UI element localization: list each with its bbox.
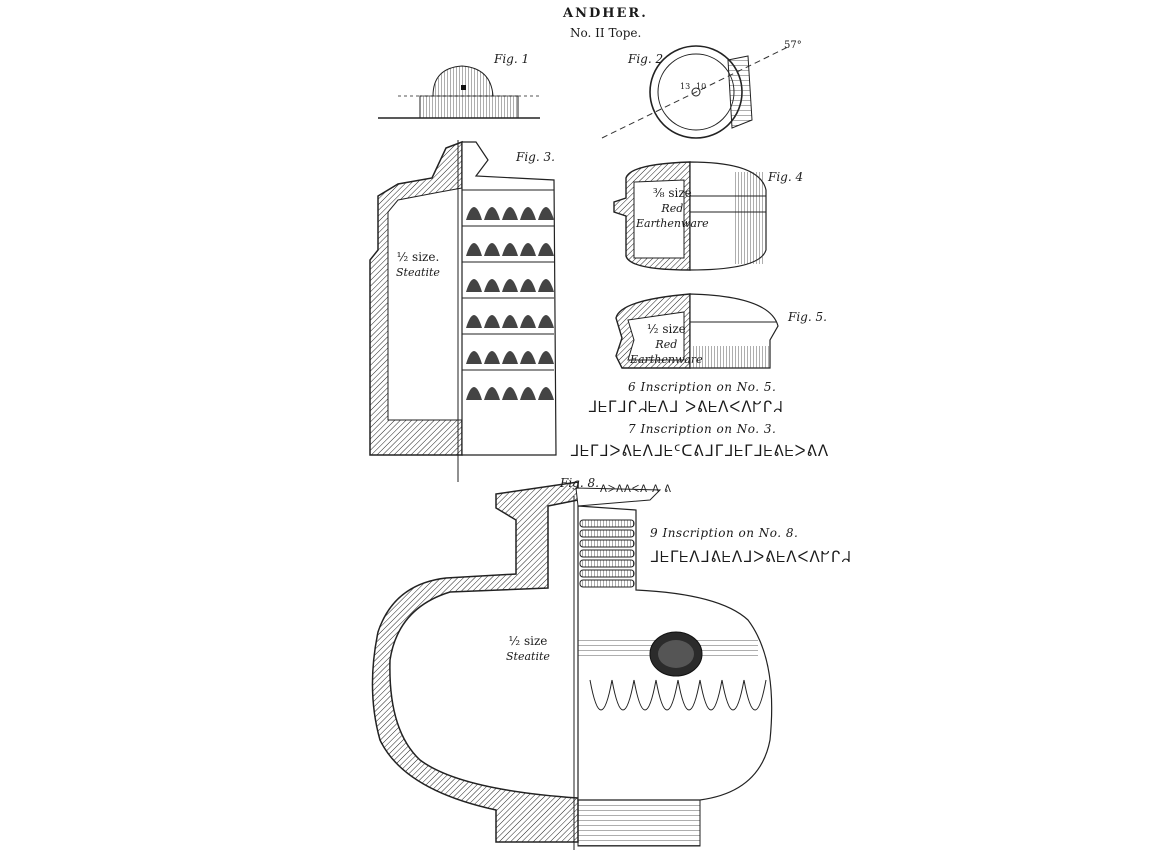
fig8-petal-motif: [743, 679, 767, 711]
fig3-leaf-motif: [466, 351, 482, 364]
fig5-material-1: Red: [655, 338, 678, 351]
fig8-petal-motif: [589, 679, 613, 711]
fig8-petal-motif: [699, 679, 723, 711]
fig4-size: ⅜ size: [652, 186, 692, 200]
inscription-6-text: ᒧᖶᒥᒧᒋᖹᖶᐱᒧ ᐳᕕᖶᐱᐸᐱᖸᒋᖹ: [588, 398, 784, 416]
fig8-neck-ring: [579, 529, 635, 538]
fig3-leaf-motif: [538, 207, 554, 220]
fig3-leaf-motif: [538, 279, 554, 292]
fig3-leaf-motif: [466, 243, 482, 256]
fig3-leaf-motif: [520, 387, 536, 400]
fig3-leaf-motif: [466, 207, 482, 220]
inscription-6-caption: 6 Inscription on No. 5.: [628, 380, 777, 394]
inscription-7-text: ᒧᖶᒥᒧᐳᕕᖶᐱᒧᖶᑦᑕᕕᒧᒥᒧᖶᒥᒧᖶᕕᖶᐳᕕᐱ: [570, 442, 830, 460]
fig8-petal-motif: [721, 679, 745, 711]
fig3-leaf-motif: [538, 243, 554, 256]
fig3-leaf-motif: [484, 279, 500, 292]
fig5-material-2: Earthenware: [630, 353, 703, 366]
fig3-leaf-motif: [520, 351, 536, 364]
fig3-leaf-motif: [520, 279, 536, 292]
fig3-leaf-motif: [520, 207, 536, 220]
fig3-leaf-motif: [538, 351, 554, 364]
fig8-petal-motif: [677, 679, 701, 711]
fig3-leaf-motif: [484, 387, 500, 400]
fig3-leaf-motif: [538, 387, 554, 400]
fig3-leaf-motif: [502, 351, 518, 364]
fig3-leaf-motif: [502, 315, 518, 328]
fig8-material: Steatite: [506, 650, 550, 663]
fig3-material: Steatite: [396, 266, 440, 279]
fig4-note: ⅜ size Red Earthenware: [636, 186, 709, 231]
fig1-label: Fig. 1: [494, 52, 530, 66]
fig3-leaf-motif: [466, 315, 482, 328]
inscription-9-caption: 9 Inscription on No. 8.: [650, 526, 799, 540]
fig5-size: ½ size: [646, 322, 686, 336]
fig8-petal-motif: [633, 679, 657, 711]
fig4-material-2: Earthenware: [636, 217, 709, 230]
fig2-plan-circle: [601, 45, 791, 139]
fig2-label: Fig. 2: [628, 52, 664, 66]
fig8-size: ½ size: [508, 634, 548, 648]
fig8-neck-ring: [579, 549, 635, 558]
fig8-petal-motif: [611, 679, 635, 711]
fig8-petal-motif: [655, 679, 679, 711]
fig5-earthenware-casket: [615, 293, 779, 369]
fig3-leaf-motif: [502, 279, 518, 292]
fig3-leaf-motif: [484, 351, 500, 364]
inscription-7-caption: 7 Inscription on No. 3.: [628, 422, 777, 436]
fig4-label: Fig. 4: [768, 170, 804, 184]
fig8-neck-ring: [579, 559, 635, 568]
fig3-leaf-motif: [502, 207, 518, 220]
fig3-leaf-motif: [484, 243, 500, 256]
fig2-angle: 57°: [784, 40, 802, 51]
fig8-note: ½ size Steatite: [506, 634, 550, 664]
fig3-size: ½ size.: [396, 250, 440, 264]
fig3-leaf-motif: [502, 387, 518, 400]
fig8-label: Fig. 8.: [560, 476, 599, 490]
fig3-steatite-casket: [369, 140, 557, 482]
fig1-tope-profile: [378, 65, 540, 119]
fig3-leaf-motif: [484, 315, 500, 328]
fig8-neck-ring: [579, 569, 635, 578]
fig8-neck-ring: [579, 539, 635, 548]
fig4-material-1: Red: [661, 202, 684, 215]
fig3-leaf-motif: [466, 387, 482, 400]
fig8-neck-ring: [579, 519, 635, 528]
fig2-mark-b: 10: [696, 82, 707, 91]
fig3-note: ½ size. Steatite: [396, 250, 440, 280]
fig5-note: ½ size Red Earthenware: [630, 322, 703, 367]
fig8-steatite-vase: [371, 481, 773, 850]
fig3-leaf-motif: [520, 315, 536, 328]
fig2-mark-a: 13: [680, 82, 691, 91]
plate-subtitle: No. II Tope.: [570, 26, 642, 40]
fig8-neck-ring: [579, 579, 635, 588]
fig4-earthenware-casket: [613, 161, 767, 271]
fig3-leaf-motif: [538, 315, 554, 328]
fig3-leaf-motif: [502, 243, 518, 256]
fig3-leaf-motif: [520, 243, 536, 256]
fig5-label: Fig. 5.: [788, 310, 827, 324]
inscription-9-text: ᒧᖶᒥᖶᐱᒧᕕᖶᐱᒧᐳᕕᖶᐱᐸᐱᖸᒋᖹ: [650, 548, 852, 566]
plate-title: ANDHER.: [563, 6, 648, 21]
fig8-rim-inscription: ᐱᐳᐱᐱᐸᐱ ᐱ ᕕ: [600, 484, 672, 495]
fig3-label: Fig. 3.: [516, 150, 555, 164]
fig3-leaf-motif: [466, 279, 482, 292]
fig3-leaf-motif: [484, 207, 500, 220]
